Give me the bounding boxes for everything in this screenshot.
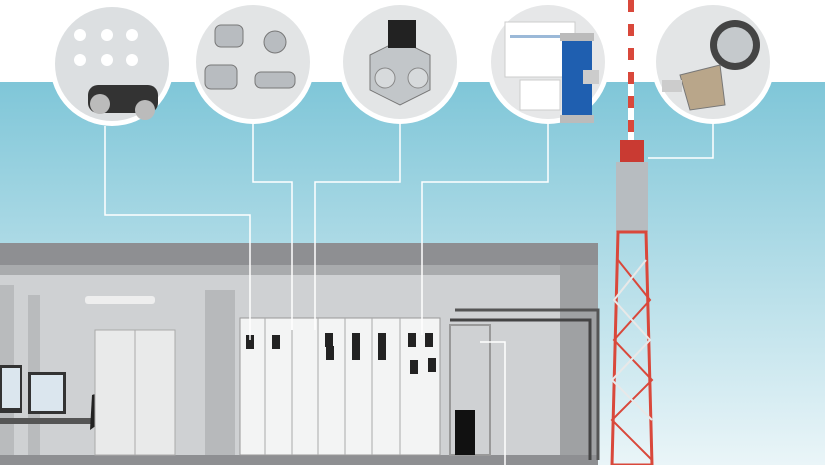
rotary-joint-assembly-icon	[74, 29, 158, 120]
callout-test-report-filter[interactable]	[486, 0, 610, 124]
callout-coaxial-components[interactable]	[191, 0, 315, 124]
broadcast-tower	[610, 0, 654, 465]
waveguide-switch-icon	[369, 20, 431, 106]
callout-waveguide-switch[interactable]	[338, 0, 462, 124]
callout-antenna-feed[interactable]	[651, 0, 775, 124]
server-racks	[94, 317, 491, 456]
test-report-and-filter-icon	[504, 21, 599, 123]
operator-desk	[0, 365, 105, 430]
connector-lines	[104, 120, 714, 465]
coaxial-components-icon	[204, 24, 296, 90]
callout-rotary-joint[interactable]	[50, 2, 174, 126]
antenna-feed-component-icon	[662, 20, 760, 111]
